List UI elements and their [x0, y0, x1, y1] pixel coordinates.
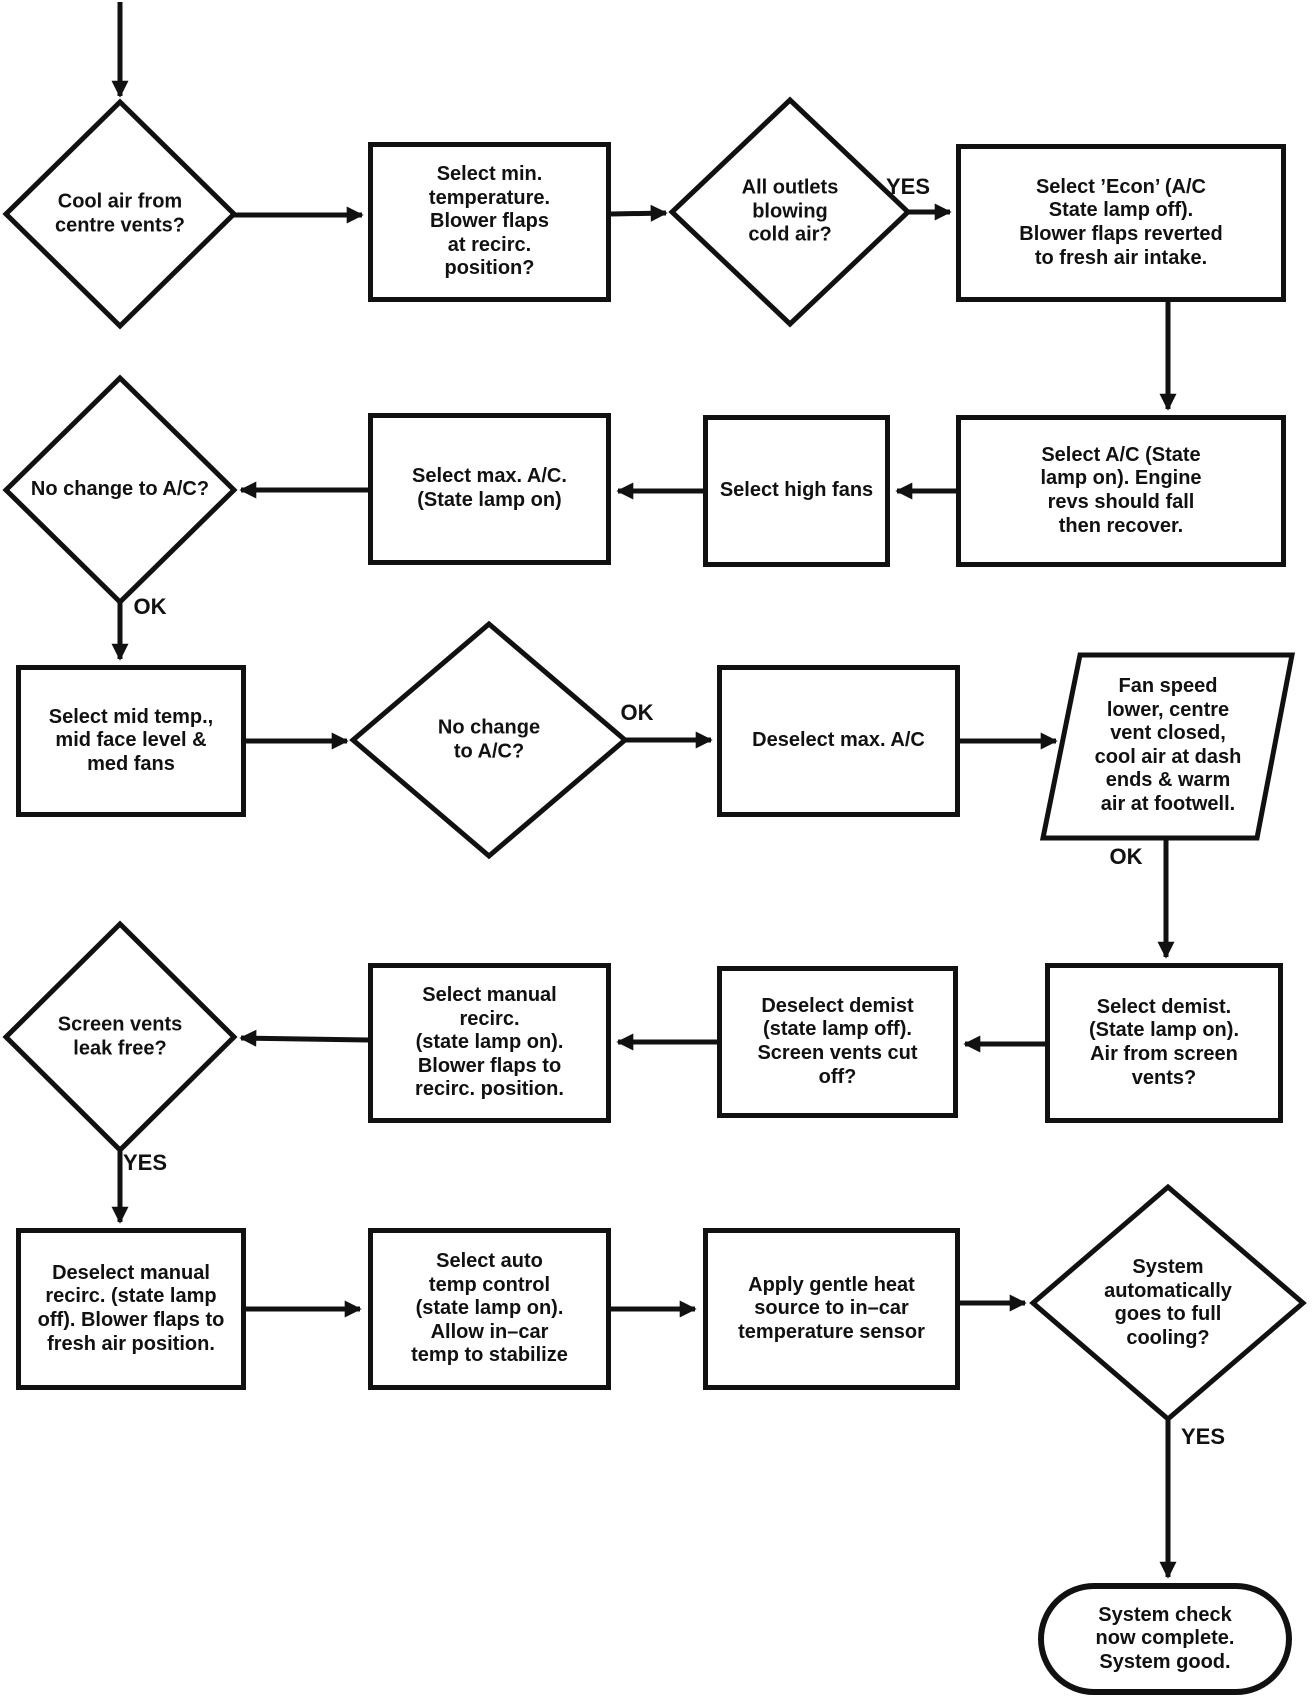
process-apply-heat-source: Apply gentle heat source to in–car tempe… — [703, 1228, 960, 1390]
decision-diamond-system-cooling — [1029, 1183, 1307, 1423]
output-text-fan-speed: Fan speed lower, centre vent closed, coo… — [1094, 675, 1242, 816]
decision-diamond-cool-air — [2, 98, 238, 330]
decision-text-all-outlets: All outlets blowing cold air? — [741, 176, 839, 246]
process-select-manual-recirc: Select manual recirc. (state lamp on). B… — [368, 963, 611, 1123]
process-select-ac: Select A/C (State lamp on). Engine revs … — [956, 415, 1286, 567]
branch-label-yes-outlets: YES — [885, 174, 931, 199]
decision-diamond-no-change-1 — [2, 374, 238, 606]
branch-label-ok-no-change-1: OK — [133, 594, 167, 619]
branch-label-ok-fan-speed: OK — [1109, 844, 1143, 869]
decision-text-no-change-1: No change to A/C? — [30, 478, 210, 501]
decision-text-no-change-2: No change to A/C? — [437, 716, 541, 762]
branch-label-yes-screen-vents: YES — [122, 1150, 168, 1175]
process-deselect-demist: Deselect demist (state lamp off). Screen… — [717, 966, 958, 1118]
terminal-system-check-complete: System check now complete. System good. — [1038, 1583, 1292, 1695]
decision-text-cool-air: Cool air from centre vents? — [54, 190, 186, 236]
process-select-demist: Select demist. (State lamp on). Air from… — [1045, 963, 1283, 1123]
output-parallelogram-fan-speed — [1039, 652, 1296, 841]
process-select-min-temperature: Select min. temperature. Blower flaps at… — [368, 142, 611, 302]
process-select-econ: Select ’Econ’ (A/C State lamp off). Blow… — [956, 144, 1286, 302]
decision-text-screen-vents: Screen vents leak free? — [57, 1013, 183, 1059]
process-select-mid-temp: Select mid temp., mid face level & med f… — [16, 665, 246, 817]
process-deselect-manual-recirc: Deselect manual recirc. (state lamp off)… — [16, 1228, 246, 1390]
decision-text-system-cooling: System automatically goes to full coolin… — [1104, 1255, 1232, 1349]
process-select-max-ac: Select max. A/C. (State lamp on) — [368, 413, 611, 565]
process-deselect-max-ac: Deselect max. A/C — [717, 665, 960, 817]
branch-label-ok-no-change-2: OK — [620, 700, 654, 725]
process-select-high-fans: Select high fans — [703, 415, 890, 567]
decision-diamond-no-change-2 — [349, 620, 629, 860]
process-select-auto-temp: Select auto temp control (state lamp on)… — [368, 1228, 611, 1390]
connector-mintemp-outlets — [610, 204, 668, 222]
branch-label-yes-system: YES — [1180, 1424, 1226, 1449]
connector-manualrecirc-screenvents — [239, 1029, 369, 1047]
decision-diamond-screen-vents — [2, 920, 238, 1154]
decision-diamond-all-outlets — [668, 96, 912, 328]
